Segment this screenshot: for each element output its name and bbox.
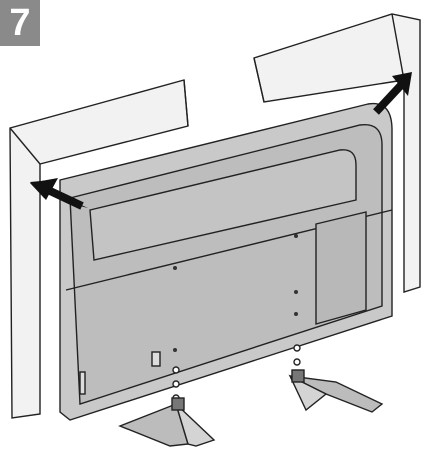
right-foam-cover (253, 13, 421, 293)
step-number-badge: 7 (0, 0, 40, 46)
arrow-up-left-icon (30, 178, 88, 210)
left-foam-cover (9, 79, 189, 419)
arrow-up-right-icon (373, 72, 412, 115)
tv-back (59, 102, 393, 421)
tv-stand (118, 369, 384, 447)
